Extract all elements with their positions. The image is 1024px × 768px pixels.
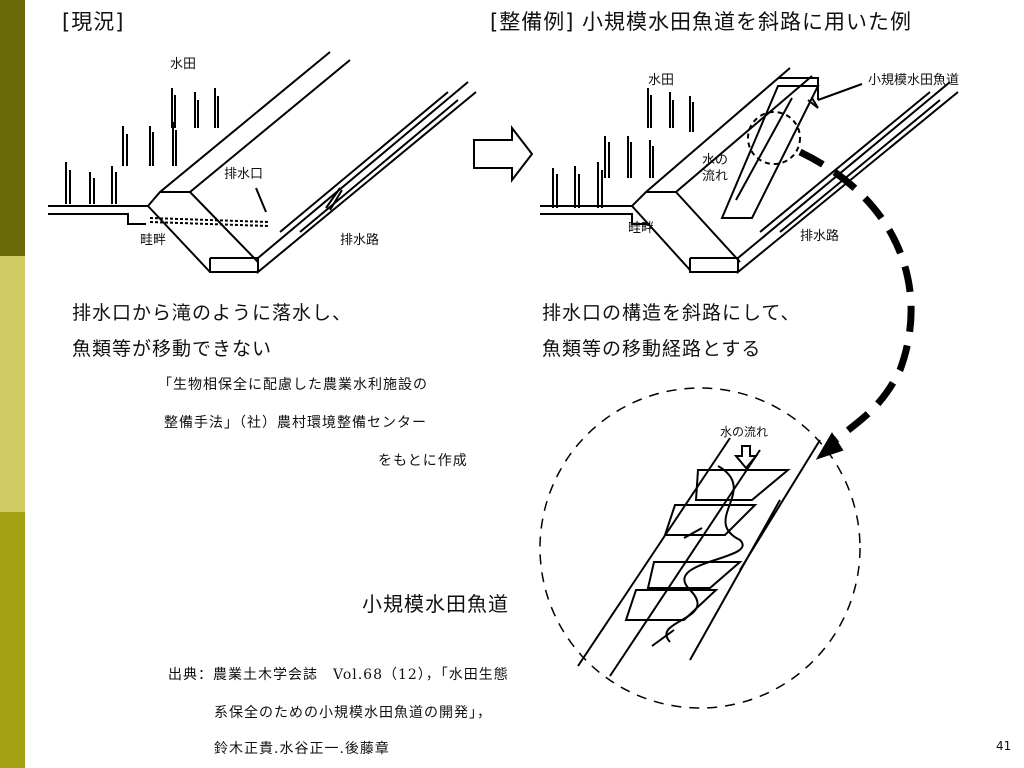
- levee-label: 畦畔: [140, 233, 167, 248]
- zoom-arrow: [798, 148, 915, 449]
- outlet-label: 排水口: [224, 167, 264, 182]
- current-caption-line2: 魚類等が移動できない: [72, 338, 273, 360]
- detail-flow-label: 水の流れ: [720, 425, 769, 439]
- reference-note-line1: 「生物相保全に配慮した農業水利施設の: [158, 377, 428, 393]
- improved-example-heading: [整備例] 小規模水田魚道を斜路に用いた例: [490, 10, 913, 34]
- fishway-label: 小規模水田魚道: [868, 73, 960, 88]
- reference-note-line3: をもとに作成: [378, 453, 468, 469]
- levee-label-right: 畦畔: [628, 221, 655, 236]
- paddy-label-right: 水田: [648, 73, 675, 88]
- detail-title: 小規模水田魚道: [362, 592, 509, 616]
- drainage-channel-label-right: 排水路: [800, 229, 840, 244]
- paddy-label: 水田: [170, 57, 197, 72]
- improved-example-drawing: [540, 67, 959, 275]
- flow-label-line1: 水の: [702, 153, 729, 168]
- source-note-line1: 出典：農業土木学会誌 Vol.68（12），「水田生態: [168, 667, 509, 683]
- sidebar-bar-top: [0, 0, 25, 256]
- source-note-line3: 鈴木正貴.水谷正一.後藤章: [214, 741, 390, 757]
- drainage-channel-label: 排水路: [340, 233, 380, 248]
- sidebar-bar-middle: [0, 256, 25, 512]
- reference-note-line2: 整備手法」（社）農村環境整備センター: [164, 415, 427, 431]
- improved-caption-line2: 魚類等の移動経路とする: [542, 338, 762, 360]
- source-note-line2: 系保全のための小規模水田魚道の開発」，: [214, 705, 492, 721]
- current-caption-line1: 排水口から滝のように落水し、: [72, 302, 353, 324]
- improved-caption-line1: 排水口の構造を斜路にして、: [542, 302, 801, 324]
- current-state-heading: [現況]: [62, 10, 125, 34]
- fishway-detail-drawing: [539, 387, 861, 709]
- flow-label-line2: 流れ: [702, 169, 729, 184]
- page-number: 41: [996, 739, 1012, 753]
- sidebar-bar-bottom: [0, 512, 25, 768]
- current-state-drawing: [48, 51, 477, 275]
- transition-arrow-icon: [473, 125, 534, 183]
